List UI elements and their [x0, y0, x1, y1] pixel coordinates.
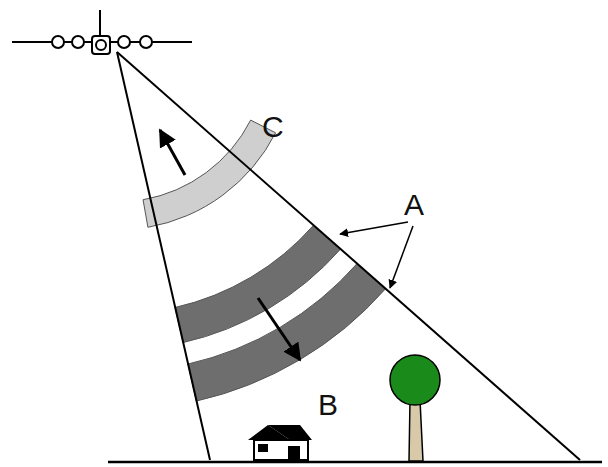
tree: [390, 355, 440, 461]
direction-arrow: [160, 130, 185, 175]
direction-arrow: [258, 298, 300, 360]
beam-edge: [117, 52, 210, 460]
emitted-pulse: [188, 264, 386, 401]
callout-letter: A: [404, 190, 424, 220]
leader-line: [340, 222, 408, 234]
callout-letter: C: [262, 112, 284, 142]
house: [248, 425, 312, 460]
airplane: [12, 10, 192, 54]
beam-edge: [117, 52, 580, 460]
callout-letter: B: [318, 390, 338, 420]
ground-line: [108, 461, 602, 464]
leader-line: [390, 226, 413, 288]
